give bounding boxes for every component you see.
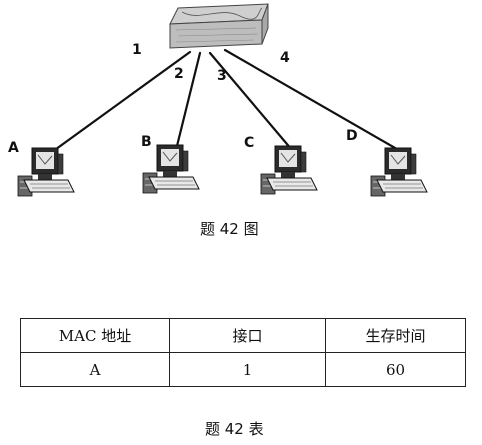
host-label-b: B bbox=[141, 134, 152, 150]
host-label-c: C bbox=[244, 135, 254, 151]
host-label-a: A bbox=[8, 140, 19, 156]
host-label-d: D bbox=[346, 128, 358, 144]
cell-mac: A bbox=[20, 352, 170, 387]
network-diagram: 1 2 3 4 A B C D bbox=[8, 3, 428, 197]
port-label-2: 2 bbox=[174, 66, 184, 82]
table-caption: 题 42 表 bbox=[205, 420, 264, 438]
cable-port-4 bbox=[223, 48, 404, 154]
header-mac-address: MAC 地址 bbox=[20, 318, 170, 353]
cell-port: 1 bbox=[169, 352, 326, 387]
cable-port-3 bbox=[208, 51, 294, 152]
header-port: 接口 bbox=[169, 318, 326, 353]
computer-icon-d bbox=[370, 147, 428, 197]
cable-port-2 bbox=[174, 51, 202, 152]
computer-icon-c bbox=[260, 145, 318, 195]
computer-icon-a bbox=[17, 147, 75, 197]
computer-icon-b bbox=[142, 144, 200, 194]
figure-caption: 题 42 图 bbox=[200, 220, 259, 238]
cables bbox=[50, 48, 404, 154]
table-row: A 1 60 bbox=[20, 352, 466, 387]
cable-port-1 bbox=[50, 50, 192, 154]
table-header-row: MAC 地址 接口 生存时间 bbox=[20, 318, 466, 353]
mac-address-table: MAC 地址 接口 生存时间 A 1 60 bbox=[20, 318, 466, 387]
switch-icon bbox=[169, 3, 269, 49]
port-label-4: 4 bbox=[280, 50, 290, 66]
cell-ttl: 60 bbox=[325, 352, 466, 387]
port-label-1: 1 bbox=[132, 42, 142, 58]
port-label-3: 3 bbox=[217, 68, 227, 84]
header-ttl: 生存时间 bbox=[325, 318, 466, 353]
